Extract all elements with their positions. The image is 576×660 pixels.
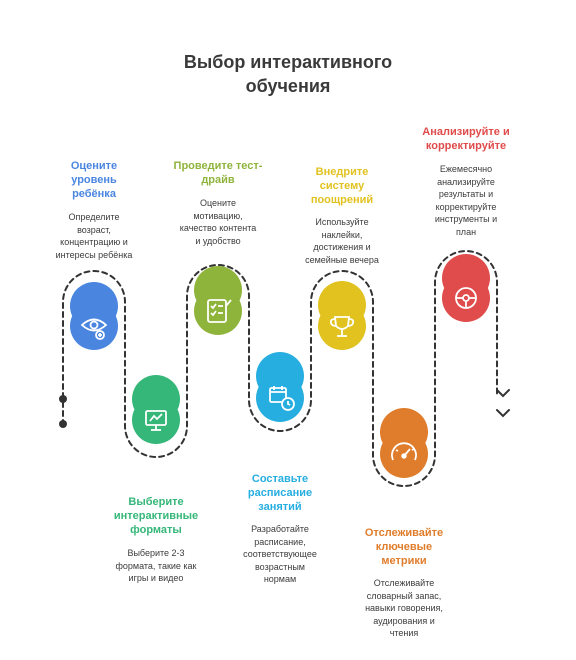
step-7-description-line: результаты и — [438, 189, 494, 199]
step-2-description-line: игры и видео — [128, 573, 184, 583]
step-3-description-line: и удобство — [195, 235, 241, 246]
step-4-heading: Составьте расписание занятий — [220, 472, 340, 514]
step-2-heading: Выберите интерактивные форматы — [96, 495, 216, 537]
step-6-description-line: аудирования и — [373, 615, 435, 626]
step-4-description-line: возрастным — [255, 561, 305, 572]
eye-search-icon — [80, 318, 108, 340]
trophy-icon — [329, 316, 355, 337]
step-7-description-line: план — [455, 226, 477, 237]
step-7-description-line: анализируйте — [437, 176, 495, 187]
step-6-description-line: Отслеживайте — [373, 578, 435, 588]
step-5-heading-line: систему — [319, 180, 365, 192]
step-7-heading: Анализируйте и корректируйте — [406, 125, 526, 153]
step-2-description-line: Выберите 2-3 — [127, 548, 185, 558]
path-end-arrow — [496, 389, 510, 418]
step-6-description-line: навыки говорения, — [365, 603, 443, 613]
step-5-heading-line: Внедрите — [315, 166, 369, 178]
page-title-line-1: Выбор интерактивного — [183, 52, 393, 72]
calendar-clock-icon — [269, 386, 295, 411]
step-4-heading-line: занятий — [258, 501, 302, 513]
step-1-heading: Оцените уровень ребёнка — [34, 159, 154, 201]
page-title-line-2: обучения — [245, 76, 331, 96]
step-2-circle — [132, 375, 180, 444]
path-start-dots — [59, 395, 67, 428]
step-1-description-line: концентрацию и — [60, 237, 128, 247]
step-2-heading-line: форматы — [130, 524, 182, 536]
step-4-description-line: Разработайте — [251, 524, 309, 534]
step-3-heading: Проведите тест- драйв — [158, 159, 278, 187]
step-2-heading-line: интерактивные — [113, 510, 199, 522]
step-3-heading-line: драйв — [201, 174, 235, 186]
step-7-description-line: корректируйте — [435, 201, 497, 212]
step-6-heading-line: Отслеживайте — [364, 527, 444, 539]
step-1-heading-line: ребёнка — [72, 188, 116, 200]
step-1-description: Определите возраст, концентрацию и интер… — [34, 211, 154, 261]
step-4-description: Разработайте расписание, соответствующее… — [220, 523, 340, 586]
step-2-heading-line: Выберите — [128, 496, 184, 508]
step-4-heading-line: расписание — [247, 487, 313, 499]
step-7-description-line: Ежемесячно — [439, 164, 493, 174]
gauge-icon — [391, 442, 417, 461]
step-6-heading-line: метрики — [381, 555, 427, 567]
step-5-description-line: наклейки, — [321, 229, 363, 240]
step-7-heading-line: Анализируйте и — [422, 126, 510, 138]
step-7-circle — [442, 254, 490, 322]
step-1-description-line: интересы ребёнка — [55, 249, 133, 260]
step-5-circle — [318, 281, 366, 350]
step-7-heading-line: корректируйте — [425, 140, 507, 152]
step-1-circle — [70, 282, 118, 350]
step-6-description-line: чтения — [389, 628, 419, 638]
step-5-description: Используйте наклейки, достижения и семей… — [282, 216, 402, 266]
step-2-description-line: формата, такие как — [115, 560, 197, 571]
step-6-circle — [380, 408, 428, 478]
page-title: Выбор интерактивного обучения — [0, 50, 576, 98]
step-6-description: Отслеживайте словарный запас, навыки гов… — [344, 577, 464, 640]
step-5-description-line: семейные вечера — [305, 254, 379, 265]
step-3-circle — [194, 266, 242, 335]
step-3-description: Оцените мотивацию, качество контента и у… — [158, 197, 278, 247]
step-5-heading: Внедрите систему поощрений — [282, 165, 402, 207]
step-5-heading-line: поощрений — [310, 194, 374, 206]
winding-path — [62, 250, 498, 487]
step-1-heading-line: уровень — [71, 174, 117, 186]
step-5-description-line: Используйте — [315, 217, 369, 227]
step-4-description-line: нормам — [263, 574, 297, 584]
steering-wheel-icon — [455, 287, 477, 309]
step-6-heading: Отслеживайте ключевые метрики — [344, 526, 464, 568]
step-3-description-line: Оцените — [199, 198, 237, 208]
step-3-description-line: качество контента — [179, 223, 257, 233]
step-6-description-line: словарный запас, — [366, 590, 442, 601]
step-4-circle — [256, 352, 304, 422]
step-5-description-line: достижения и — [313, 242, 371, 252]
checklist-icon — [207, 299, 232, 323]
step-3-description-line: мотивацию, — [193, 210, 243, 221]
step-1-heading-line: Оцените — [70, 160, 118, 172]
step-6-heading-line: ключевые — [375, 541, 433, 553]
step-4-heading-line: Составьте — [251, 473, 309, 485]
step-2-description: Выберите 2-3 формата, такие как игры и в… — [96, 547, 216, 585]
step-4-description-line: соответствующее — [243, 549, 317, 559]
step-1-description-line: Определите — [68, 212, 120, 222]
step-7-description-line: инструменты и — [434, 214, 498, 224]
step-3-heading-line: Проведите тест- — [173, 160, 263, 172]
monitor-icon — [145, 410, 167, 431]
step-7-description: Ежемесячно анализируйте результаты и кор… — [406, 163, 526, 238]
step-4-description-line: расписание, — [254, 536, 306, 547]
step-1-description-line: возраст, — [77, 224, 111, 235]
